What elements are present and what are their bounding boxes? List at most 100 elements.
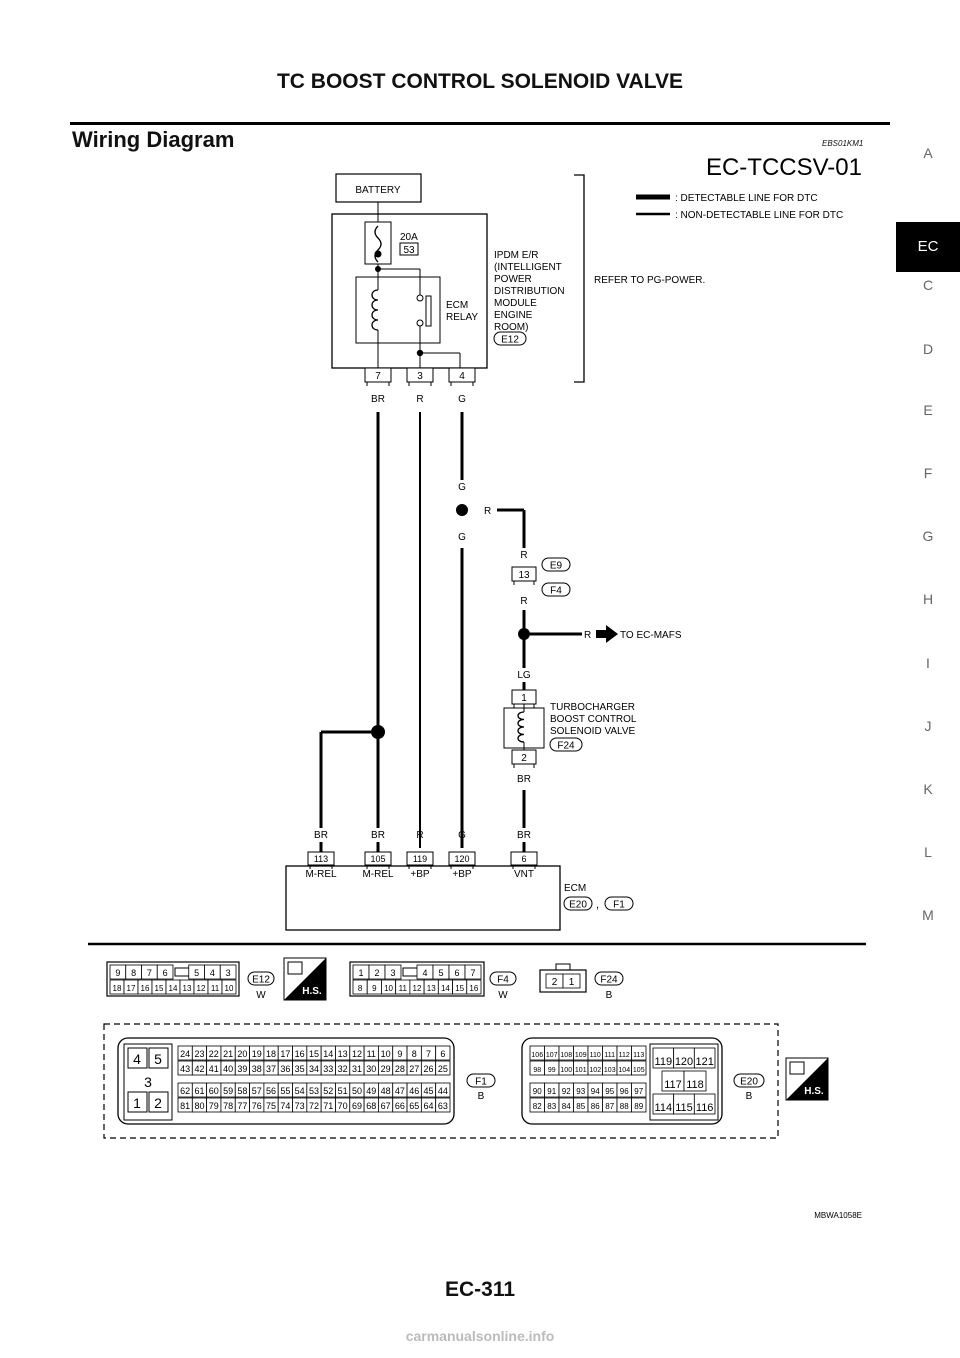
side-index-g[interactable]: G — [922, 528, 934, 544]
e12-cell-label: 17 — [127, 984, 136, 993]
f1-cell-label: 11 — [367, 1049, 376, 1059]
junction-g — [456, 504, 468, 516]
e20-cell-label: 103 — [604, 1067, 616, 1074]
e12-tag-label: E12 — [252, 975, 270, 986]
watermark: carmanualsonline.info — [405, 1328, 555, 1344]
e12-cell-label: 11 — [211, 984, 220, 993]
f4-cell-label: 5 — [438, 968, 443, 978]
inline-connector-f4-label: F4 — [550, 586, 562, 597]
f24-cell-label: 2 — [552, 977, 558, 988]
e20-cell-label: 96 — [620, 1087, 629, 1096]
f1-cell-label: 22 — [209, 1049, 219, 1059]
f1-cell-label: 25 — [438, 1064, 448, 1074]
f24-cell — [562, 973, 581, 989]
ecm-pin-105 — [364, 851, 392, 866]
f1-cell-label: 35 — [295, 1064, 305, 1074]
figure-id: MBWA1058E — [814, 1211, 862, 1220]
f1-cell-label: 45 — [424, 1086, 434, 1096]
e20-cell-label: 89 — [634, 1102, 643, 1111]
f1-cell-label: 81 — [180, 1101, 190, 1111]
inline-connector-e9 — [541, 557, 571, 572]
f1-cell-label: 67 — [381, 1101, 391, 1111]
side-index-c[interactable]: C — [922, 277, 934, 293]
solenoid-label-line: SOLENOID VALVE — [550, 726, 636, 737]
ipdm-label-line: MODULE — [494, 298, 537, 309]
f1-cell-label: 46 — [409, 1086, 419, 1096]
f1-cell-label: 61 — [194, 1086, 204, 1096]
hs-icon-e20-fill — [786, 1058, 828, 1100]
e12-cell-label: 16 — [141, 984, 150, 993]
side-index-k[interactable]: K — [923, 781, 933, 797]
side-index-e[interactable]: E — [923, 402, 933, 418]
f1-cell-label: 2 — [154, 1095, 162, 1111]
f1-cell-label: 39 — [237, 1064, 247, 1074]
ipdm-pin-3 — [406, 367, 434, 383]
hs-icon-e12-label: H.S. — [302, 986, 322, 997]
arrow-right-icon — [596, 625, 618, 643]
side-index-l[interactable]: L — [924, 844, 932, 860]
side-index-d[interactable]: D — [922, 341, 934, 357]
e20-color: B — [746, 1091, 753, 1102]
side-index-j[interactable]: J — [924, 718, 932, 734]
e20-cell — [631, 1060, 647, 1076]
ecm-pin-name: M-REL — [305, 869, 337, 880]
f4-cell-label: 2 — [374, 968, 379, 978]
ipdm-pin-color: G — [458, 394, 466, 405]
ecm-pin-name: M-REL — [362, 869, 394, 880]
hs-icon-e12-fill — [284, 958, 326, 1000]
f1-cell-label: 54 — [295, 1086, 305, 1096]
f1-cell-label: 51 — [338, 1086, 348, 1096]
f4-cell — [466, 979, 482, 995]
relay-armature — [425, 295, 432, 327]
e20-cell-label: 102 — [589, 1067, 601, 1074]
e20-cell-label: 83 — [547, 1102, 556, 1111]
hs-icon-e20-label: H.S. — [804, 1086, 824, 1097]
f4-cell — [384, 964, 402, 980]
ipdm-label-line: ROOM) — [494, 322, 528, 333]
ipdm-label-line: ENGINE — [494, 310, 533, 321]
f4-cell-label: 15 — [455, 984, 464, 993]
ipdm-label-line: IPDM E/R — [494, 250, 538, 261]
solenoid-wire-top: LG — [517, 670, 531, 681]
ecm-comma: , — [596, 899, 599, 911]
f1-cell-label: 15 — [309, 1049, 319, 1059]
f1-cell-label: 77 — [237, 1101, 247, 1111]
fuse-rating: 20A — [400, 232, 418, 243]
f1-cell-label: 44 — [438, 1086, 448, 1096]
solenoid-connector-tag — [549, 737, 583, 752]
page-title: TC BOOST CONTROL SOLENOID VALVE — [276, 70, 683, 93]
side-index-h[interactable]: H — [922, 591, 934, 607]
section-code: EBS01KM1 — [822, 139, 864, 148]
f1-cell-label: 40 — [223, 1064, 233, 1074]
side-index-f[interactable]: F — [923, 465, 933, 481]
side-index-a[interactable]: A — [923, 145, 933, 161]
f1-cell-label: 7 — [426, 1049, 431, 1059]
side-index-m[interactable]: M — [922, 907, 934, 923]
e20-cell-label: 119 — [655, 1056, 673, 1068]
e12-cell-label: 3 — [226, 968, 231, 978]
f1-tag — [466, 1073, 496, 1088]
legend-detectable-text: : DETECTABLE LINE FOR DTC — [675, 193, 818, 204]
ecm-wire-color: R — [416, 830, 423, 841]
side-index-ec[interactable]: EC — [896, 222, 960, 272]
f1-cell-label: 57 — [252, 1086, 262, 1096]
inline-wire-top: R — [520, 550, 527, 561]
f4-cell-label: 14 — [441, 984, 450, 993]
e12-cell-label: 5 — [194, 968, 199, 978]
e12-cell-label: 14 — [169, 984, 178, 993]
f4-cell-label: 3 — [390, 968, 395, 978]
ecm-connector-f1-label: F1 — [613, 900, 625, 911]
f1-cell-label: 73 — [295, 1101, 305, 1111]
inline-pin — [511, 566, 537, 582]
side-index-i[interactable]: I — [926, 655, 930, 671]
f1-cell-label: 14 — [323, 1049, 333, 1059]
f1-cell-label: 8 — [412, 1049, 417, 1059]
f1-cell-label: 66 — [395, 1101, 405, 1111]
f1-cell-label: 56 — [266, 1086, 276, 1096]
e20-cell-label: 100 — [560, 1067, 572, 1074]
solenoid-label-line: TURBOCHARGER — [550, 702, 635, 713]
f4-cell-label: 11 — [399, 984, 408, 993]
f1-cell-label: 80 — [194, 1101, 204, 1111]
e20-cell-label: 95 — [605, 1087, 614, 1096]
e12-connector-view — [106, 961, 240, 997]
